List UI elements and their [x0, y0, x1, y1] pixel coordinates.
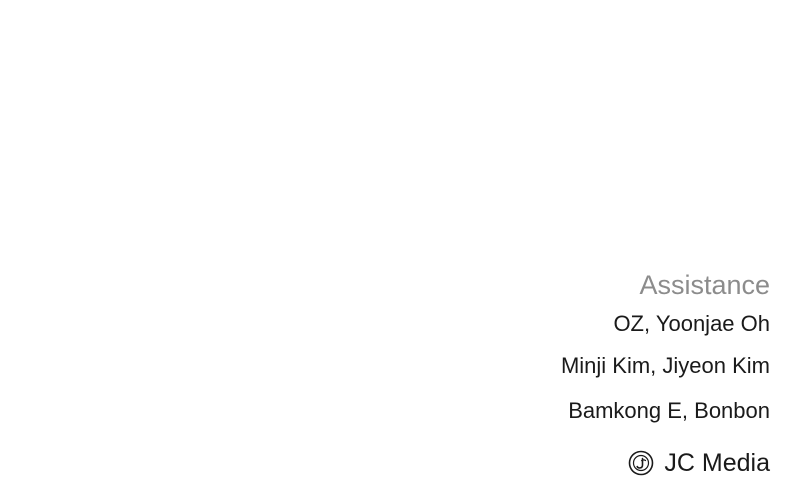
- jc-media-logo-icon: [629, 450, 654, 476]
- publisher: JC Media: [370, 446, 770, 480]
- publisher-name: JC Media: [664, 449, 770, 477]
- credits-block: Assistance OZ, Yoonjae Oh Minji Kim, Jiy…: [370, 266, 770, 480]
- credit-line: Bamkong E, Bonbon: [568, 398, 770, 423]
- credit-line: Minji Kim, Jiyeon Kim: [560, 353, 770, 378]
- credit-line: OZ, Yoonjae Oh: [613, 311, 770, 336]
- credits-heading: Assistance: [639, 270, 770, 300]
